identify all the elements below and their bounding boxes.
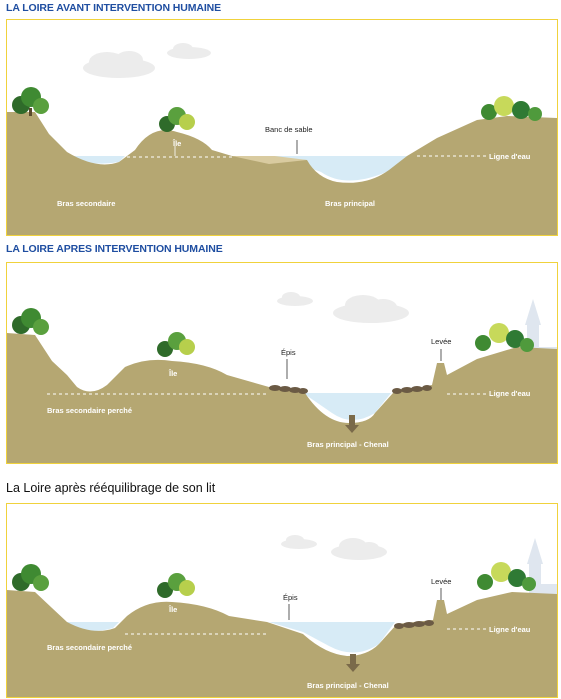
tree-icon: [477, 562, 536, 591]
water-line-label: Ligne d'eau: [489, 152, 531, 161]
tree-icon: [159, 107, 195, 132]
groyne-rocks-right: [394, 620, 434, 629]
secondary-channel-label: Bras secondaire perché: [47, 643, 132, 652]
incision-arrow-icon: [345, 415, 359, 433]
sandbank: [232, 156, 307, 164]
cloud-icon: [281, 535, 317, 549]
main-channel-water: [303, 393, 391, 420]
cloud-icon: [331, 538, 387, 560]
main-channel-label: Bras principal - Chenal: [307, 440, 389, 449]
river-cross-section-before: Île Banc de sable Ligne d'eau Bras secon…: [7, 43, 557, 235]
sandbank-label: Banc de sable: [265, 125, 313, 134]
cloud-icon: [167, 43, 211, 59]
river-cross-section-rebalanced: Île Épis Levée Ligne d'eau Bras secondai…: [7, 535, 557, 697]
incision-arrow-icon: [346, 654, 360, 672]
groyne-label: Épis: [281, 348, 296, 357]
levee-label: Levée: [431, 577, 451, 586]
panel-3-title: La Loire après rééquilibrage de son lit: [6, 481, 216, 495]
panel-before-intervention: Île Banc de sable Ligne d'eau Bras secon…: [6, 19, 558, 236]
groyne-label: Épis: [283, 593, 298, 602]
panel-2-title: LA LOIRE APRES INTERVENTION HUMAINE: [6, 243, 223, 255]
tree-icon: [481, 96, 542, 121]
panel-rebalanced: Île Épis Levée Ligne d'eau Bras secondai…: [6, 503, 558, 698]
riverbed-ground: [7, 112, 557, 235]
island-label: Île: [168, 369, 177, 378]
tree-icon: [12, 564, 49, 591]
cloud-icon: [277, 292, 313, 306]
levee-label: Levée: [431, 337, 451, 346]
tree-icon: [157, 573, 195, 598]
tree-icon: [12, 308, 49, 335]
riverbed-ground: [7, 333, 557, 463]
river-cross-section-after: Île Épis Levée Ligne d'eau Bras secondai…: [7, 292, 557, 463]
cloud-icon: [83, 51, 155, 78]
main-channel-label: Bras principal: [325, 199, 375, 208]
water-line-label: Ligne d'eau: [489, 389, 531, 398]
cloud-icon: [333, 295, 409, 323]
island-label: Île: [168, 605, 177, 614]
water-line-label: Ligne d'eau: [489, 625, 531, 634]
riverbed-ground: [7, 590, 557, 697]
tree-icon: [12, 87, 49, 116]
groyne-rocks-right: [392, 385, 432, 394]
secondary-channel-label: Bras secondaire perché: [47, 406, 132, 415]
main-channel-water: [269, 622, 395, 653]
secondary-channel-label: Bras secondaire: [57, 199, 115, 208]
tree-icon: [157, 332, 195, 357]
main-channel-label: Bras principal - Chenal: [307, 681, 389, 690]
panel-after-intervention: Île Épis Levée Ligne d'eau Bras secondai…: [6, 262, 558, 464]
groyne-rocks-left: [269, 385, 308, 394]
panel-1-title: LA LOIRE AVANT INTERVENTION HUMAINE: [6, 2, 222, 14]
island-label: Île: [172, 139, 181, 148]
tree-icon: [475, 323, 534, 352]
